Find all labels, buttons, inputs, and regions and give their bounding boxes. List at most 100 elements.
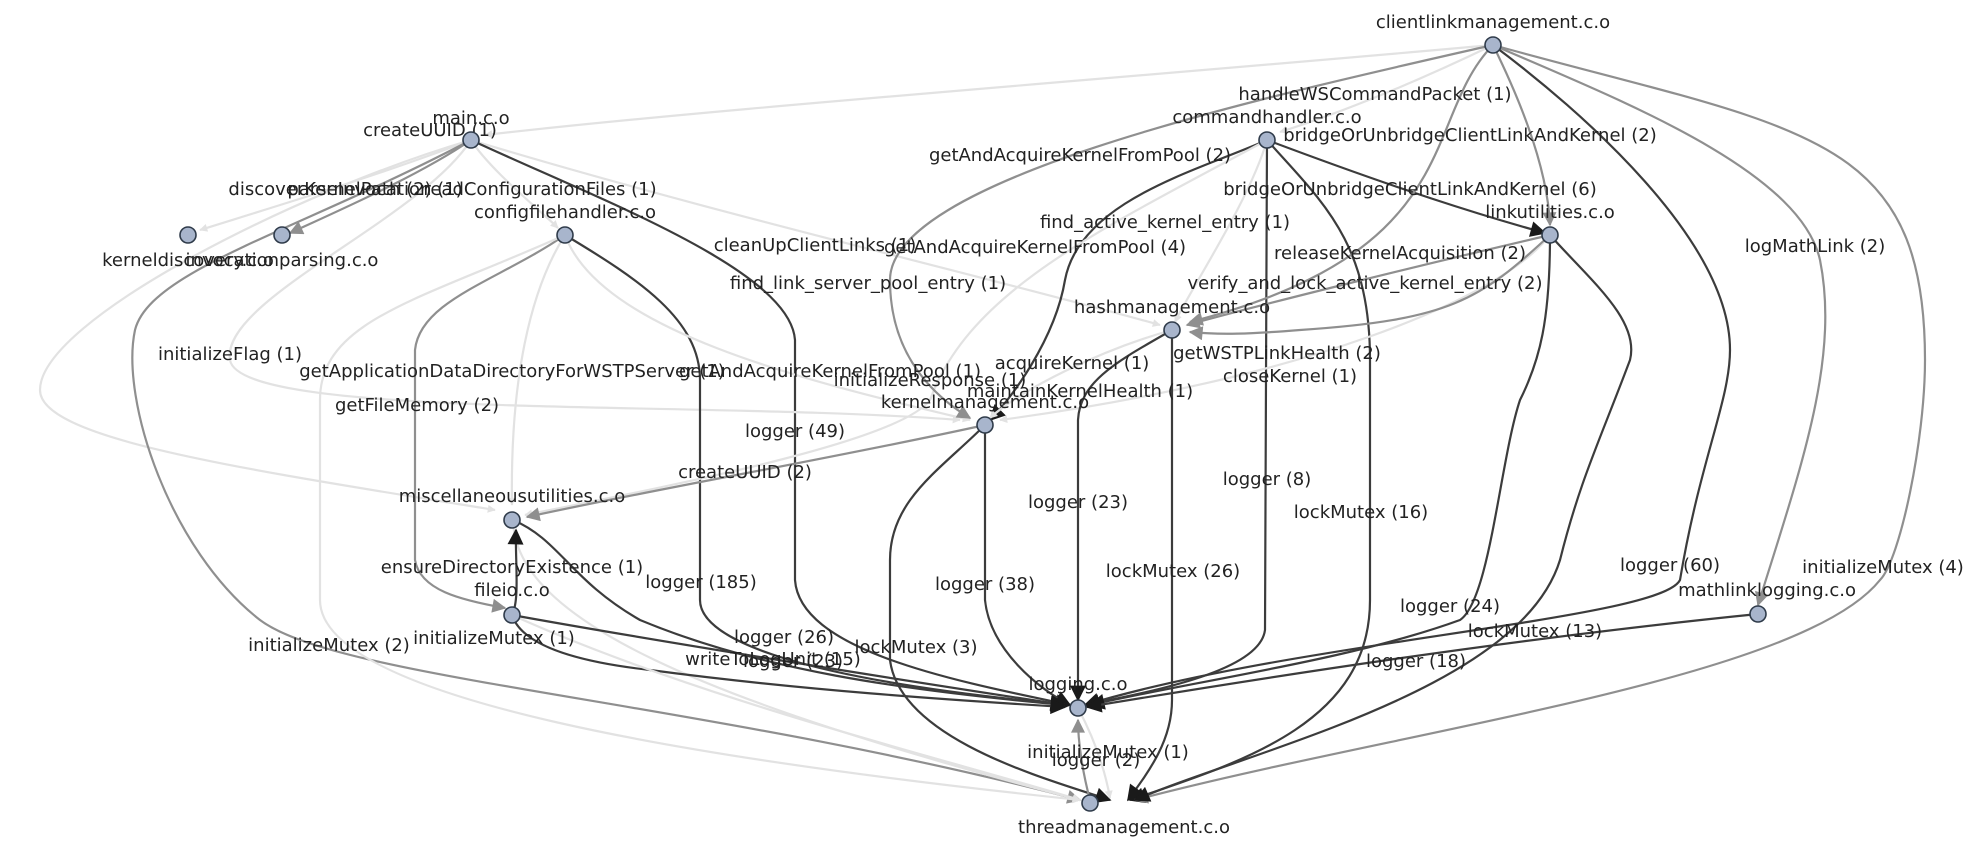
edge-clientlink-threadmanagement	[1133, 43, 1927, 804]
node-label-configfilehandler: configfilehandler.c.o	[474, 202, 656, 223]
edge-label: maintainKernelHealth (1)	[967, 381, 1193, 402]
edge-label: getFileMemory (2)	[335, 395, 499, 416]
edge-fileio-logging	[511, 613, 1067, 711]
edge-label: logger (185)	[645, 572, 756, 593]
edge-label: logger (60)	[1620, 555, 1720, 576]
edge-config-threadmanagement	[318, 233, 1081, 804]
edge-clientlink-linkutilities	[1492, 44, 1557, 227]
node-label-linkutilities: linkutilities.c.o	[1485, 202, 1615, 223]
node-label-kernelmanagement: kernelmanagement.c.o	[881, 392, 1089, 413]
edge-clientlink-main	[484, 43, 1494, 139]
edge-command-threadmanagement	[1128, 139, 1372, 804]
edge-main-configfilehandler	[470, 139, 559, 229]
edge-clientlink-kernelmanagement	[888, 43, 1494, 419]
edge-label: logMathLink (2)	[1745, 236, 1886, 257]
node-main[interactable]	[462, 131, 480, 149]
node-label-miscellaneousutilities: miscellaneousutilities.c.o	[399, 486, 626, 507]
edge-label: lockMutex (26)	[1106, 561, 1240, 582]
edge-fileio-logging-2	[510, 614, 1067, 715]
edge-main-invocationparsing	[288, 139, 472, 235]
edge-main-threadmanagement	[131, 139, 1082, 804]
edge-label: handleWSCommandPacket (1)	[1238, 84, 1511, 105]
edge-main-kerneldiscovery	[199, 138, 472, 232]
node-label-logging: logging.c.o	[1028, 674, 1127, 695]
node-mathlinklogging[interactable]	[1749, 605, 1767, 623]
edge-command-hashmanagement	[1174, 139, 1269, 323]
edge-label: logger (23)	[1028, 492, 1128, 513]
edge-command-logging	[1083, 139, 1269, 711]
edge-kernel-threadmanagement	[888, 424, 1112, 804]
node-logging[interactable]	[1069, 699, 1087, 717]
edge-clientlink-commandhandler	[1279, 44, 1494, 134]
edge-thread-logging	[1071, 718, 1092, 801]
node-label-fileio: fileio.c.o	[474, 580, 549, 601]
edge-link-threadmanagement	[1133, 234, 1633, 802]
node-threadmanagement[interactable]	[1081, 794, 1099, 812]
edge-label: lockMutex (13)	[1468, 621, 1602, 642]
edge-command-linkutilities	[1266, 138, 1547, 237]
node-label-mathlinklogging: mathlinklogging.c.o	[1678, 580, 1856, 601]
edge-label: initializeMutex (4)	[1802, 557, 1964, 578]
edge-label: logger (38)	[935, 574, 1035, 595]
edge-logging-threadmanagement	[1077, 707, 1113, 799]
edge-label: logger (24)	[1400, 596, 1500, 617]
node-fileio[interactable]	[503, 606, 521, 624]
edge-label: cleanUpClientLinks (1)	[714, 235, 917, 256]
edge-command-miscutils	[524, 139, 1268, 518]
edge-label: acquireKernel (1)	[995, 353, 1150, 374]
nodes	[179, 36, 1767, 812]
node-label-hashmanagement: hashmanagement.c.o	[1074, 297, 1270, 318]
node-configfilehandler[interactable]	[556, 226, 574, 244]
edge-label: readConfigurationFiles (1)	[423, 179, 656, 200]
node-label-commandhandler: commandhandler.c.o	[1172, 107, 1361, 128]
edge-main-kernelmanagement	[228, 139, 961, 424]
node-invocationparsing[interactable]	[273, 226, 291, 244]
node-kerneldiscovery[interactable]	[179, 226, 197, 244]
edge-label: lockMutex (3)	[855, 637, 978, 658]
edge-clientlink-hashmanagement	[1188, 44, 1494, 326]
edge-mathlink-logging	[1085, 612, 1759, 713]
node-miscellaneousutilities[interactable]	[503, 511, 521, 529]
edge-label: bridgeOrUnbridgeClientLinkAndKernel (2)	[1283, 125, 1657, 146]
edge-hash-logging	[1070, 329, 1173, 702]
edge-label: writeToLogUnit (15)	[685, 649, 861, 670]
edge-label: logger (8)	[1223, 469, 1312, 490]
edge-label: getWSTPLinkHealth (2)	[1173, 343, 1381, 364]
edge-label: getAndAcquireKernelFromPool (4)	[884, 237, 1186, 258]
edge-label: lockMutex (16)	[1294, 502, 1428, 523]
edge-main-miscutils	[38, 138, 496, 513]
node-label-invocationparsing: invocationparsing.c.o	[186, 250, 379, 271]
edge-label: getApplicationDataDirectoryForWSTPServer…	[299, 361, 725, 382]
edge-hash-kernelmanagement	[989, 328, 1173, 419]
edge-hash-threadmanagement	[1127, 330, 1174, 802]
node-clientlinkmanagement[interactable]	[1484, 36, 1502, 54]
edge-label: releaseKernelAcquisition (2)	[1274, 243, 1526, 264]
edge-label: initializeMutex (1)	[1027, 742, 1189, 763]
node-commandhandler[interactable]	[1258, 131, 1276, 149]
edge-label: ensureDirectoryExistence (1)	[381, 557, 643, 578]
edge-label: parseInvocation (1)	[287, 179, 462, 200]
edge-misc-logging	[512, 518, 1067, 712]
edge-label: discoverKernelPath (2)	[228, 179, 431, 200]
edge-labels: handleWSCommandPacket (1) createUUID (1)…	[158, 84, 1964, 771]
node-hashmanagement[interactable]	[1163, 321, 1181, 339]
edge-label: logger (2)	[1052, 750, 1141, 771]
edge-main-hashmanagement	[470, 138, 1161, 327]
edge-label: logger (23)	[743, 651, 843, 672]
edge-fileio-threadmanagement	[511, 613, 1081, 802]
edge-label: find_link_server_pool_entry (1)	[730, 273, 1006, 294]
node-linkutilities[interactable]	[1541, 226, 1559, 244]
edge-label: closeKernel (1)	[1223, 366, 1357, 387]
edge-misc-threadmanagement	[511, 519, 1081, 803]
edge-config-fileio	[413, 234, 566, 613]
node-kernelmanagement[interactable]	[976, 416, 994, 434]
edge-config-kernelmanagement	[563, 234, 971, 423]
node-label-kerneldiscovery: kerneldiscovery.c.o	[102, 250, 274, 271]
edge-config-miscutils	[507, 234, 566, 506]
node-label-clientlinkmanagement: clientlinkmanagement.c.o	[1376, 12, 1610, 33]
edge-label: logger (18)	[1366, 651, 1466, 672]
edge-kernel-miscutils	[525, 423, 986, 522]
edge-label: logger (26)	[734, 627, 834, 648]
edge-label: bridgeOrUnbridgeClientLinkAndKernel (6)	[1223, 179, 1597, 200]
